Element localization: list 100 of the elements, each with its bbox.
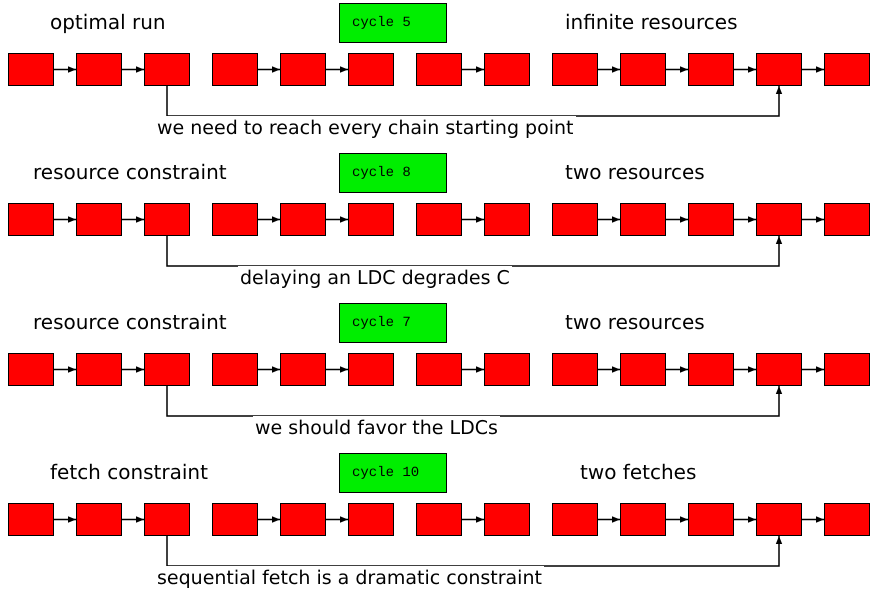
task-box — [688, 353, 734, 386]
task-box — [484, 503, 530, 536]
arrow — [122, 66, 144, 73]
arrow — [666, 516, 688, 523]
task-box — [212, 353, 258, 386]
arrow — [598, 66, 620, 73]
row-title: resource constraint — [33, 310, 227, 334]
task-box — [8, 53, 54, 86]
task-box — [484, 353, 530, 386]
arrow — [802, 66, 824, 73]
arrow — [734, 366, 756, 373]
task-box — [620, 203, 666, 236]
task-box — [144, 353, 190, 386]
arrow — [734, 516, 756, 523]
arrow — [258, 216, 280, 223]
cycle-label-box: cycle 7 — [339, 303, 447, 343]
task-box — [620, 503, 666, 536]
arrow — [462, 366, 484, 373]
task-box — [212, 203, 258, 236]
arrow — [666, 366, 688, 373]
task-box — [8, 503, 54, 536]
task-box — [688, 503, 734, 536]
task-box — [8, 353, 54, 386]
task-box — [348, 353, 394, 386]
row-title: fetch constraint — [50, 460, 208, 484]
arrow — [734, 66, 756, 73]
task-box — [688, 203, 734, 236]
arrow — [258, 366, 280, 373]
cycle-label-box: cycle 8 — [339, 153, 447, 193]
arrow — [598, 216, 620, 223]
task-box — [416, 503, 462, 536]
task-box — [688, 53, 734, 86]
arrow — [122, 216, 144, 223]
arrow — [166, 536, 782, 567]
task-box — [824, 53, 870, 86]
task-box — [756, 203, 802, 236]
task-box — [416, 203, 462, 236]
cycle-label-box: cycle 10 — [339, 453, 447, 493]
task-box — [212, 503, 258, 536]
arrow — [54, 366, 76, 373]
arrow — [326, 516, 348, 523]
task-box — [144, 203, 190, 236]
task-box — [824, 203, 870, 236]
row-note: two resources — [565, 160, 705, 184]
arrow — [166, 236, 782, 267]
task-box — [484, 203, 530, 236]
task-box — [212, 53, 258, 86]
task-box — [552, 53, 598, 86]
arrow — [326, 66, 348, 73]
arrow — [462, 216, 484, 223]
task-box — [8, 203, 54, 236]
task-box — [552, 503, 598, 536]
task-box — [756, 53, 802, 86]
row-note: two resources — [565, 310, 705, 334]
task-box — [280, 353, 326, 386]
arrow — [666, 66, 688, 73]
arrow — [802, 516, 824, 523]
task-box — [348, 503, 394, 536]
arrow — [598, 366, 620, 373]
task-box — [756, 353, 802, 386]
task-box — [348, 203, 394, 236]
arrow — [462, 66, 484, 73]
row-title: resource constraint — [33, 160, 227, 184]
arrow — [122, 366, 144, 373]
arrow — [166, 386, 782, 417]
arrow — [258, 516, 280, 523]
task-box — [620, 353, 666, 386]
task-box — [620, 53, 666, 86]
row-note: two fetches — [580, 460, 696, 484]
task-box — [552, 353, 598, 386]
task-box — [824, 503, 870, 536]
task-box — [144, 503, 190, 536]
task-box — [416, 53, 462, 86]
task-box — [348, 53, 394, 86]
task-box — [756, 503, 802, 536]
arrow — [326, 366, 348, 373]
arrow — [802, 216, 824, 223]
row-title: optimal run — [50, 10, 166, 34]
task-box — [280, 503, 326, 536]
arrow — [54, 66, 76, 73]
cycle-label-box: cycle 5 — [339, 3, 447, 43]
edge-label: we need to reach every chain starting point — [155, 116, 576, 140]
arrow — [734, 216, 756, 223]
arrow — [462, 516, 484, 523]
task-box — [552, 203, 598, 236]
task-box — [280, 203, 326, 236]
task-box — [76, 203, 122, 236]
arrow — [598, 516, 620, 523]
arrow — [802, 366, 824, 373]
arrow — [122, 516, 144, 523]
arrow — [166, 86, 782, 117]
task-box — [416, 353, 462, 386]
task-box — [76, 53, 122, 86]
task-box — [76, 503, 122, 536]
arrow — [666, 216, 688, 223]
edge-label: delaying an LDC degrades C — [238, 266, 512, 290]
arrow — [326, 216, 348, 223]
task-box — [144, 53, 190, 86]
row-note: infinite resources — [565, 10, 738, 34]
task-box — [76, 353, 122, 386]
